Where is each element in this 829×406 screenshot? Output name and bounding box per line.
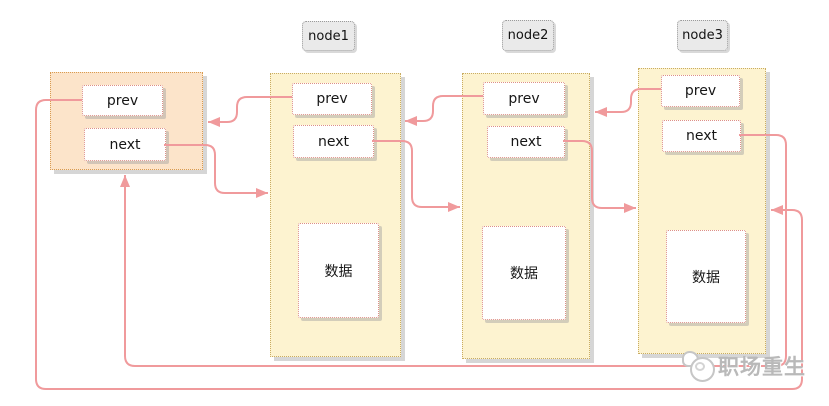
node1-data-label: 数据 — [324, 263, 353, 280]
node3-next-label: next — [685, 128, 717, 144]
node1-prev-box: prev — [292, 83, 372, 115]
node2-prev-label: prev — [508, 90, 540, 107]
node3-data-label: 数据 — [692, 269, 720, 286]
watermark-bird-icon — [676, 347, 718, 385]
node2-title-tag: node2 — [502, 20, 554, 51]
node2-next-label: next — [510, 134, 542, 150]
head-prev-label: prev — [106, 92, 139, 109]
node2-next-box: next — [487, 126, 565, 158]
node2-title: node2 — [507, 28, 549, 43]
watermark-text: 职场重生 — [718, 355, 806, 379]
head-next-label: next — [109, 136, 141, 153]
node3-title-tag: node3 — [677, 20, 728, 51]
node1-title-tag: node1 — [302, 21, 355, 51]
node3-container: prev next 数据 — [638, 68, 766, 354]
node2-data-box: 数据 — [482, 226, 566, 320]
node3-next-box: next — [662, 120, 741, 152]
node3-data-box: 数据 — [666, 230, 746, 323]
node1-container: prev next 数据 — [270, 73, 401, 357]
node2-prev-box: prev — [483, 82, 565, 115]
node3-prev-box: prev — [661, 75, 740, 107]
head-node-container: prev next — [50, 72, 203, 170]
node1-title: node1 — [308, 28, 349, 44]
node1-prev-label: prev — [316, 91, 348, 107]
node1-next-box: next — [293, 125, 374, 158]
node2-container: prev next 数据 — [462, 73, 590, 359]
node3-title: node3 — [682, 28, 723, 43]
head-prev-box: prev — [82, 85, 163, 116]
head-next-box: next — [84, 128, 166, 161]
node2-data-label: 数据 — [510, 266, 538, 282]
node1-next-label: next — [317, 133, 349, 150]
node1-data-box: 数据 — [298, 223, 379, 318]
node3-prev-label: prev — [684, 83, 717, 99]
watermark: 职场重生 — [676, 347, 806, 385]
